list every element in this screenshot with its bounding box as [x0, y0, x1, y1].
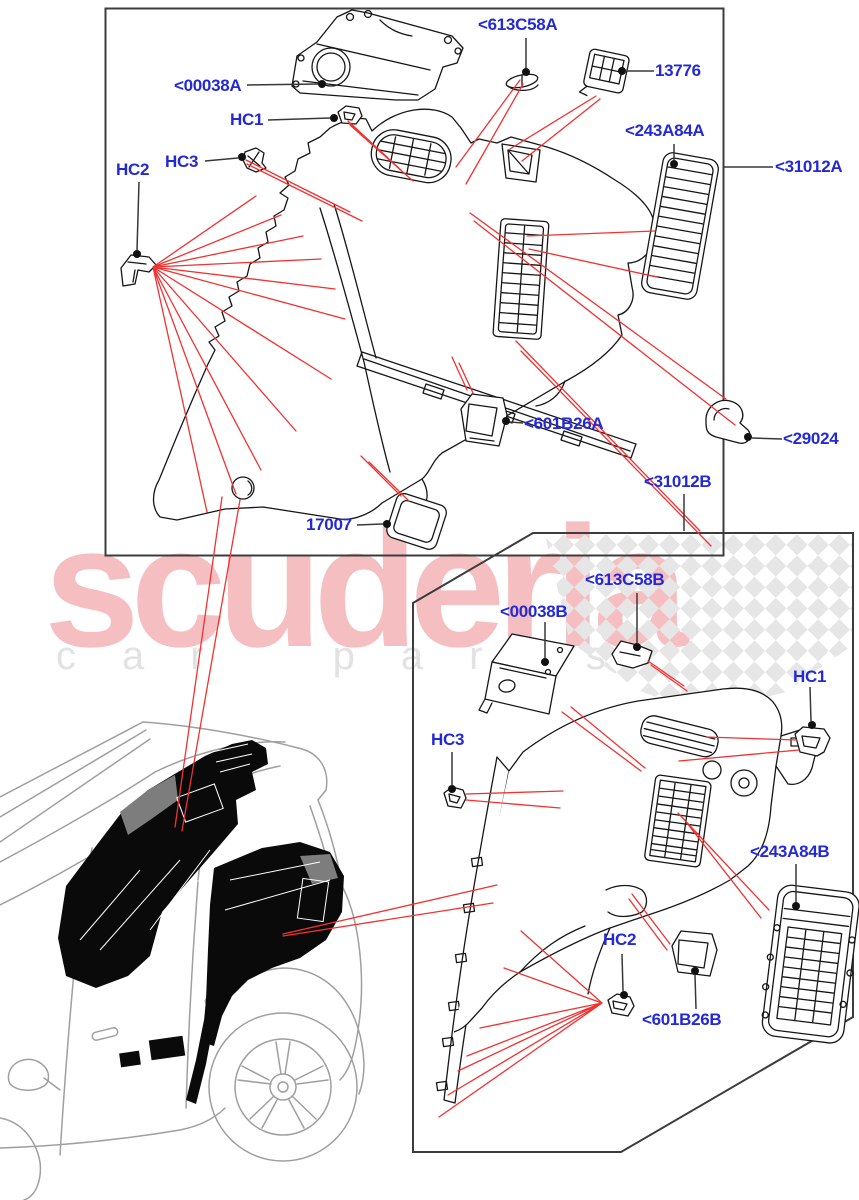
- callout-HC2-a: HC2: [116, 160, 150, 179]
- callout-243A84B: <243A84B: [750, 842, 830, 861]
- callout-HC1-b: HC1: [793, 667, 827, 686]
- vehicle-illustration: [0, 721, 365, 1200]
- callout-lines-red: [152, 79, 800, 1118]
- panel-b-art: [435, 633, 859, 1104]
- callout-00038A: <00038A: [174, 76, 242, 95]
- callout-13776: 13776: [655, 61, 701, 80]
- callout-29024: <29024: [783, 429, 839, 448]
- callout-00038B: <00038B: [500, 602, 568, 621]
- callout-31012A: <31012A: [775, 157, 843, 176]
- assembly-a-frame: [104, 7, 725, 557]
- assembly-b-frame: [412, 532, 854, 1153]
- callout-HC2-b: HC2: [603, 930, 637, 949]
- panel-a-art: [120, 9, 751, 550]
- highlighted-trim-lower: [202, 842, 344, 1046]
- callout-601B26A: <601B26A: [524, 414, 604, 433]
- callout-613C58B: <613C58B: [585, 570, 665, 589]
- callout-31012B: <31012B: [644, 472, 712, 491]
- highlighted-trim-upper: [58, 740, 268, 988]
- callout-HC1-a: HC1: [230, 110, 264, 129]
- checkered-flag-watermark: [545, 535, 853, 714]
- callout-17007: 17007: [306, 515, 352, 534]
- callout-601B26B: <601B26B: [642, 1010, 722, 1029]
- callout-243A84A: <243A84A: [625, 121, 705, 140]
- callout-HC3-a: HC3: [165, 152, 199, 171]
- callout-HC3-b: HC3: [431, 730, 465, 749]
- callout-613C58A: <613C58A: [478, 15, 558, 34]
- callout-leaders: [133, 38, 816, 1010]
